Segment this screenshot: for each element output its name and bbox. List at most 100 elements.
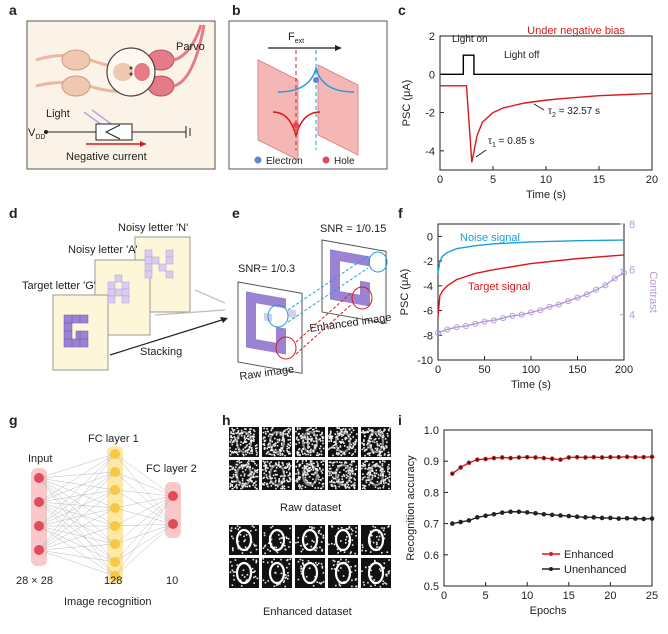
noise-pixel [274, 444, 277, 447]
noise-pixel [256, 447, 258, 449]
noise-pixel [305, 453, 307, 456]
noise-pixel [278, 438, 281, 441]
noise-pixel [252, 429, 255, 431]
noise-pixel [283, 580, 286, 582]
noise-pixel [354, 565, 357, 568]
noise-pixel [229, 465, 231, 468]
noise-pixel [303, 441, 306, 444]
noise-pixel [339, 446, 342, 448]
noise-pixel [371, 474, 374, 477]
noise-pixel [299, 476, 302, 479]
noise-pixel [244, 546, 247, 549]
noise-pixel [381, 467, 384, 470]
noise-pixel [252, 484, 254, 487]
noise-pixel [363, 486, 365, 489]
noise-pixel [296, 428, 299, 431]
noise-pixel [322, 440, 324, 442]
noise-pixel [231, 569, 234, 572]
noise-pixel [254, 486, 256, 488]
noise-pixel [351, 484, 354, 486]
noise-pixel [330, 484, 333, 486]
noise-pixel [242, 448, 245, 451]
panel-c-label: c [398, 2, 406, 18]
digit-stroke [301, 463, 319, 487]
noise-pixel [263, 465, 265, 467]
noise-pixel [264, 552, 266, 555]
noise-pixel [256, 451, 258, 454]
noise-pixel [251, 439, 254, 442]
digit-stroke [268, 430, 286, 454]
noise-pixel [266, 428, 268, 430]
x-axis-label: Epochs [530, 605, 567, 617]
noise-pixel [289, 438, 291, 441]
noise-pixel [344, 453, 346, 456]
network-edge [114, 495, 174, 577]
noise-pixel [245, 558, 247, 560]
noise-pixel [274, 572, 277, 574]
noise-pixel [367, 479, 370, 481]
noise-pixel [370, 474, 372, 476]
noise-pixel [304, 470, 306, 473]
panel-i-label: i [398, 412, 402, 428]
noise-pixel [354, 479, 356, 481]
noise-pixel [375, 472, 378, 475]
noise-pixel [253, 582, 255, 584]
noise-pixel [246, 461, 249, 464]
noise-pixel [350, 571, 353, 573]
noise-pixel [382, 434, 385, 436]
noise-pixel [255, 449, 258, 452]
noise-pixel [349, 433, 352, 436]
legend-marker [549, 567, 553, 571]
noise-pixel [232, 451, 235, 454]
noise-pixel [339, 461, 341, 464]
noise-pixel [319, 447, 321, 450]
noise-pixel [337, 569, 340, 572]
noise-pixel [355, 531, 357, 533]
noise-pixel [241, 479, 244, 482]
noise-pixel [380, 474, 382, 477]
noise-pixel [274, 477, 276, 480]
noise-pixel [308, 567, 311, 570]
noise-pixel [312, 541, 315, 543]
noise-pixel [361, 467, 363, 470]
noise-pixel [332, 559, 335, 562]
noise-pixel [306, 472, 308, 474]
noise-pixel [329, 432, 332, 435]
noise-pixel [297, 460, 299, 462]
noise-pixel [235, 480, 238, 483]
noise-pixel [263, 443, 266, 445]
noise-pixel [328, 468, 331, 470]
noise-pixel [285, 536, 288, 539]
noise-pixel [320, 470, 323, 472]
x-tick-label: 10 [521, 590, 533, 602]
data-point [450, 521, 455, 526]
noise-pixel [340, 526, 343, 529]
noise-pixel [344, 438, 347, 441]
tau2-symbol: τ [548, 106, 552, 117]
noise-pixel [321, 431, 323, 434]
digit-stroke [367, 561, 385, 585]
noise-pixel [267, 430, 269, 433]
noise-pixel [252, 435, 254, 437]
noise-pixel [383, 537, 386, 540]
noise-pixel [246, 479, 249, 481]
noise-pixel [251, 471, 254, 473]
noise-pixel [350, 481, 353, 483]
noise-pixel [310, 427, 312, 429]
noise-pixel [321, 550, 323, 552]
noise-pixel [322, 581, 325, 583]
noise-pixel [353, 443, 355, 446]
noise-pixel [347, 484, 350, 486]
noise-pixel [281, 475, 283, 477]
noise-pixel [298, 484, 301, 486]
data-point [500, 315, 507, 322]
noise-pixel [249, 466, 252, 469]
network-edge [114, 523, 174, 527]
noise-pixel [331, 446, 333, 448]
input-size-label: 28 × 28 [16, 575, 53, 587]
noisy-n-label: Noisy letter 'N' [118, 222, 188, 234]
noise-pixel [345, 559, 347, 561]
noise-pixel [316, 581, 319, 584]
noise-pixel [301, 467, 304, 469]
